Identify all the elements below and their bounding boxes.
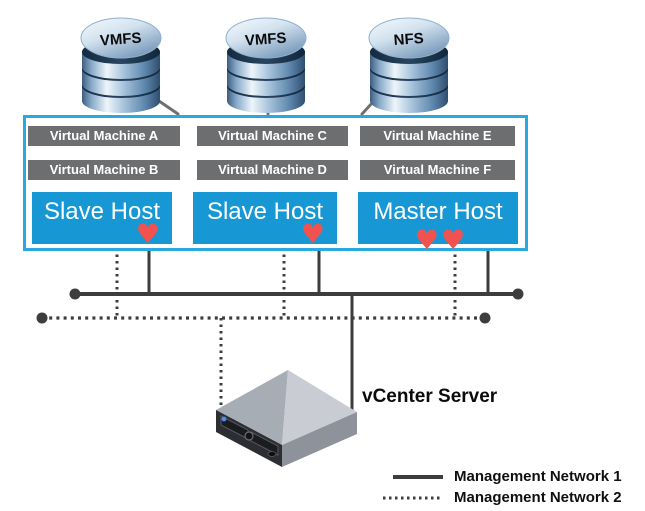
legend-label: Management Network 2 [454,489,622,506]
server-led [221,416,227,422]
vm-e-chip: Virtual Machine E [360,126,515,146]
network1-right-endpoint [512,288,524,300]
vm-c-chip: Virtual Machine C [197,126,348,146]
slave-host-1-box: Slave Host ♥ [32,192,172,248]
heartbeat-icon: ♥ [300,219,325,250]
heartbeat-icon: ♥ [135,219,160,250]
legend: Management Network 1 Management Network … [383,466,622,508]
slave-host-2-box: Slave Host ♥ [193,192,337,248]
vcenter-server-label: vCenter Server [362,386,498,407]
heartbeat-icons: ♥ ♥ [415,227,465,254]
server-lock-knob [244,431,254,441]
heartbeat-icon: ♥ [414,225,440,256]
server-port [267,451,277,457]
datastore-nfs-icon: NFS [368,17,450,113]
legend-label: Management Network 1 [454,468,622,485]
datastore-vmfs-2-icon: VMFS [225,17,307,113]
dotted-line-sample [383,496,443,499]
server-top-right-face [282,370,357,445]
heartbeat-icon: ♥ [441,225,466,256]
datastore-label: VMFS [99,30,142,50]
server-top-left-face [216,370,288,445]
legend-item-network2: Management Network 2 [383,487,622,508]
network2-right-endpoint [479,312,491,324]
vm-a-chip: Virtual Machine A [28,126,180,146]
ha-cluster-box: Virtual Machine A Virtual Machine C Virt… [23,115,528,254]
vm-d-chip: Virtual Machine D [197,160,348,180]
management-networks [36,248,524,412]
host-label: Master Host [373,198,503,225]
datastore-vmfs-1-icon: VMFS [80,17,162,113]
datastore-label: NFS [393,30,424,49]
vcenter-server-icon [216,370,357,467]
host-label: Slave Host [206,198,324,225]
server-side-face [282,412,357,467]
network1-left-endpoint [69,288,81,300]
datastore-label: VMFS [244,30,287,50]
solid-line-sample [393,474,443,479]
vm-b-chip: Virtual Machine B [28,160,180,180]
legend-item-network1: Management Network 1 [383,466,622,487]
network2-left-endpoint [36,312,48,324]
host-label: Slave Host [43,198,161,225]
master-host-box: Master Host ♥ ♥ [358,192,518,254]
vm-f-chip: Virtual Machine F [360,160,515,180]
